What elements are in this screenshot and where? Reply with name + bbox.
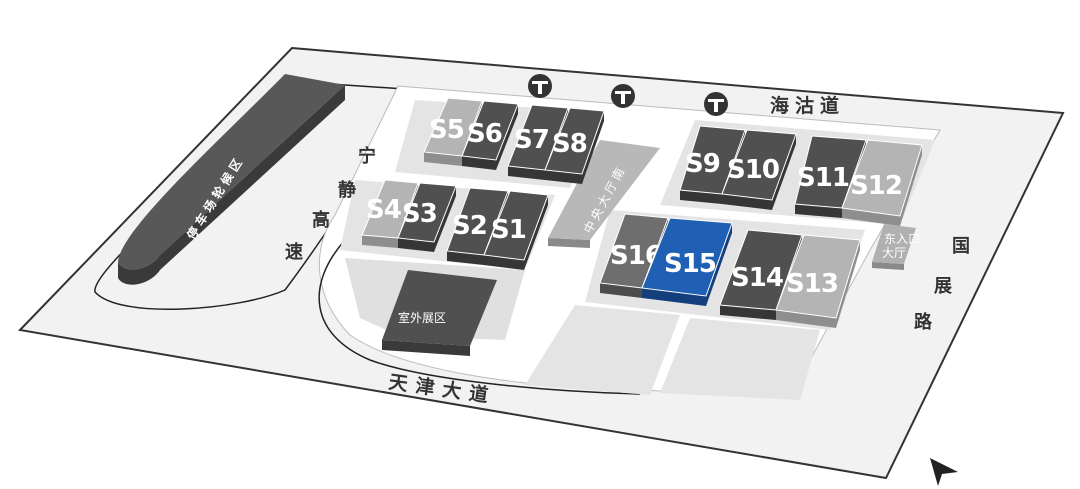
hall-side-face <box>362 235 398 248</box>
hall-end-face <box>434 186 456 252</box>
hall-label: S9 <box>685 149 720 179</box>
hall-end-face <box>524 195 548 270</box>
road-label-west-2: 静 <box>338 179 356 201</box>
hall-end-face <box>496 104 518 170</box>
hall-label: S5 <box>429 115 464 145</box>
hall-label: S2 <box>452 211 487 241</box>
west-road-curve <box>318 239 641 395</box>
hall-end-face <box>582 111 604 184</box>
metro-icon-stem <box>714 102 718 112</box>
east-entrance-label-1: 东入口 <box>884 232 920 246</box>
hall-side-face <box>642 288 706 306</box>
hall-label: S3 <box>402 199 437 229</box>
metro-station-1 <box>528 74 552 98</box>
hall-s3[interactable]: S3 <box>397 182 457 252</box>
hall-label: S13 <box>786 269 838 299</box>
hall-label: S7 <box>514 125 549 155</box>
hall-end-face <box>900 145 922 226</box>
hall-side-face <box>842 208 900 226</box>
hall-s8[interactable]: S8 <box>544 107 605 184</box>
hall-s14[interactable]: S14 <box>719 229 803 320</box>
metro-icon-stem <box>621 94 625 104</box>
road-label-west-4: 速 <box>285 241 303 263</box>
road-label-west-1: 宁 <box>358 145 376 167</box>
east-entrance-side <box>872 262 904 270</box>
hall-s4[interactable]: S4 <box>361 179 419 248</box>
outdoor-area-block <box>382 270 497 346</box>
metro-icon-bar <box>532 81 548 84</box>
metro-station-2 <box>611 84 635 108</box>
metro-icon-bar <box>708 99 724 102</box>
hall-label: S15 <box>664 249 716 279</box>
hall-label: S8 <box>552 129 587 159</box>
parking-block <box>118 74 345 270</box>
hall-top-face <box>544 107 605 175</box>
hall-label: S12 <box>850 171 902 201</box>
hall-top-face <box>841 139 923 217</box>
hall-end-face <box>836 240 860 328</box>
parking-lot-b <box>660 318 820 400</box>
metro-icon-stem <box>538 84 542 94</box>
central-hall <box>548 140 660 240</box>
hall-s15[interactable]: S15 <box>641 217 733 306</box>
outdoor-area-label: 室外展区 <box>398 310 446 325</box>
road-label-east-1: 国 <box>952 236 970 257</box>
hall-end-face <box>706 223 732 306</box>
east-entrance-label-2: 大厅 <box>882 246 906 260</box>
hall-label: S11 <box>797 163 849 193</box>
hall-label: S4 <box>366 195 401 225</box>
hall-end-face <box>772 134 796 210</box>
road-label-east-2: 展 <box>934 276 953 297</box>
road-label-north: 海沽道 <box>770 94 845 117</box>
hall-top-face <box>641 217 733 297</box>
hall-top-face <box>483 190 549 261</box>
hall-top-face <box>721 129 797 201</box>
navigation-arrow-icon[interactable] <box>930 458 958 486</box>
hall-s13[interactable]: S13 <box>775 234 861 328</box>
central-hall-side <box>548 238 590 248</box>
hall-side-face <box>776 310 836 328</box>
metro-station-3 <box>704 92 728 116</box>
east-entrance-block <box>872 224 916 264</box>
hall-top-face <box>397 182 457 243</box>
hall-label: S1 <box>491 215 526 245</box>
hall-top-face <box>775 234 861 319</box>
hall-label: S10 <box>727 155 779 185</box>
hall-label: S6 <box>467 119 502 149</box>
road-label-east-3: 路 <box>914 311 933 333</box>
parking-lot-a <box>525 305 680 395</box>
hall-top-face <box>461 100 519 161</box>
outdoor-area-side <box>382 340 470 356</box>
hall-s10[interactable]: S10 <box>721 129 797 210</box>
hall-s12[interactable]: S12 <box>841 139 923 226</box>
hall-side-face <box>722 194 772 210</box>
hall-s1[interactable]: S1 <box>483 190 549 270</box>
metro-icon-bar <box>615 91 631 94</box>
hall-s6[interactable]: S6 <box>461 100 519 170</box>
hall-label: S14 <box>731 263 783 293</box>
road-label-west-3: 高 <box>312 209 330 231</box>
